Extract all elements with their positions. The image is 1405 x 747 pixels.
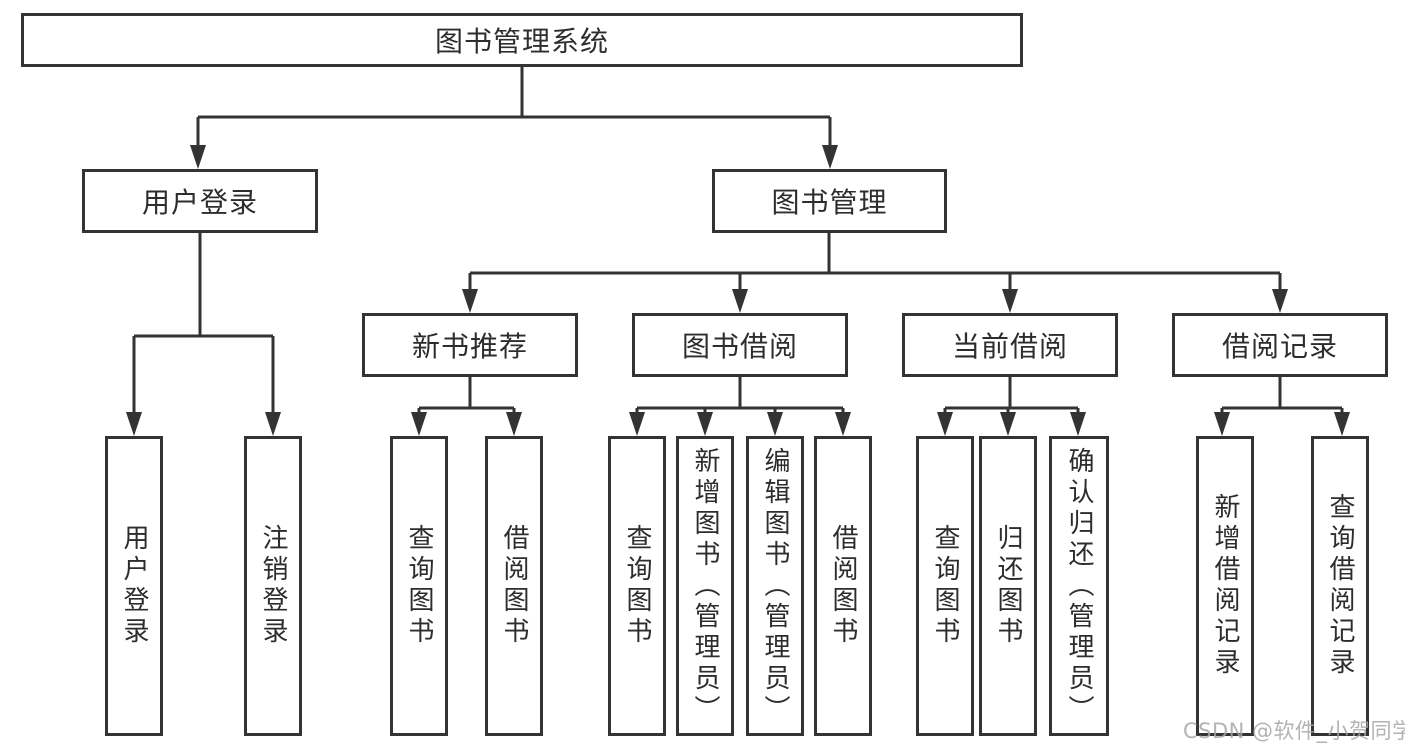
leaf-borrowing-borrow-books: 借阅图书 [814,436,872,736]
leaf-borrowing-query-books-label: 查询图书 [622,524,652,648]
node-root: 图书管理系统 [21,13,1023,67]
leaf-recommend-query-books: 查询图书 [390,436,448,736]
leaf-recommend-borrow-books: 借阅图书 [485,436,543,736]
node-borrowing-records: 借阅记录 [1172,313,1388,377]
leaf-current-return-books-label: 归还图书 [993,524,1023,648]
node-new-book-recommend-label: 新书推荐 [411,330,528,363]
node-book-borrowing: 图书借阅 [632,313,848,377]
leaf-borrowing-query-books: 查询图书 [608,436,666,736]
leaf-borrowing-edit-books-admin-label: 编辑图书（管理员） [760,446,790,726]
node-new-book-recommend: 新书推荐 [362,313,578,377]
node-user-login: 用户登录 [82,169,318,233]
node-book-management: 图书管理 [712,169,947,233]
leaf-borrowing-add-books-admin: 新增图书（管理员） [676,436,734,736]
node-book-management-label: 图书管理 [771,186,888,219]
leaf-borrowing-borrow-books-label: 借阅图书 [828,524,858,648]
leaf-borrowing-add-books-admin-label: 新增图书（管理员） [690,446,720,726]
leaf-records-query-record-label: 查询借阅记录 [1325,493,1355,679]
leaf-current-return-books: 归还图书 [979,436,1037,736]
arrowheads [126,145,1350,436]
leaf-current-query-books: 查询图书 [916,436,974,736]
leaf-logout-label: 注销登录 [258,524,288,648]
leaf-current-confirm-return-admin-label: 确认归还（管理员） [1064,446,1094,726]
leaf-recommend-query-books-label: 查询图书 [404,524,434,648]
leaf-recommend-borrow-books-label: 借阅图书 [499,524,529,648]
leaf-logout: 注销登录 [244,436,302,736]
node-book-borrowing-label: 图书借阅 [681,330,798,363]
leaf-current-query-books-label: 查询图书 [930,524,960,648]
leaf-current-confirm-return-admin: 确认归还（管理员） [1049,436,1109,736]
leaf-records-add-record-label: 新增借阅记录 [1210,493,1240,679]
leaf-user-login-label: 用户登录 [119,524,149,648]
node-borrowing-records-label: 借阅记录 [1221,330,1338,363]
node-user-login-label: 用户登录 [141,186,258,219]
node-current-borrowing-label: 当前借阅 [951,330,1068,363]
node-root-label: 图书管理系统 [434,25,609,58]
leaf-user-login: 用户登录 [105,436,163,736]
leaf-records-query-record: 查询借阅记录 [1311,436,1369,736]
watermark: CSDN @软件_小贺同学 [1183,719,1405,743]
node-current-borrowing: 当前借阅 [902,313,1118,377]
leaf-records-add-record: 新增借阅记录 [1196,436,1254,736]
leaf-borrowing-edit-books-admin: 编辑图书（管理员） [746,436,804,736]
